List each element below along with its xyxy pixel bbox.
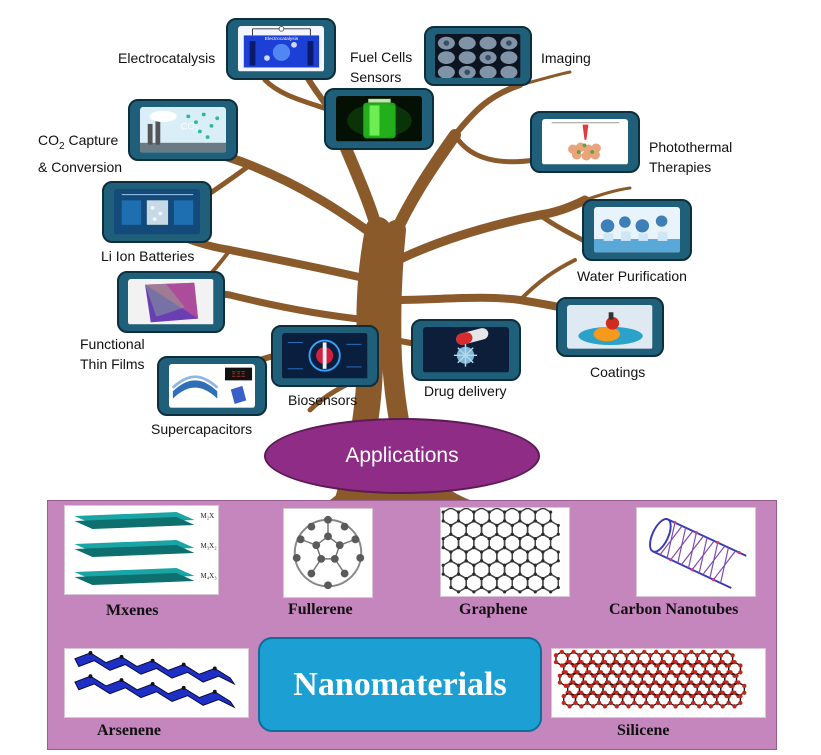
app-electrocatalysis: Electrocatalysis xyxy=(226,18,336,80)
label-co2-sub: 2 xyxy=(59,140,65,152)
label-cnt: Carbon Nanotubes xyxy=(609,601,739,618)
electrocatalysis-thumb-text: Electrocatalysis xyxy=(264,37,298,43)
app-biosensors xyxy=(271,325,379,387)
label-fuel-cells-line2: Sensors xyxy=(350,69,402,85)
supercapacitors-thumb: ΞΞΞ xyxy=(168,364,256,408)
coatings-thumb xyxy=(567,305,653,349)
supercap-thumb-text: ΞΞΞ xyxy=(231,372,245,380)
label-water: Water Purification xyxy=(577,268,687,284)
label-co2: CO2 Capture & Conversion xyxy=(38,130,122,177)
silicene-structure xyxy=(551,648,766,718)
battery-thumb xyxy=(335,96,423,142)
label-graphene: Graphene xyxy=(459,601,528,618)
label-fuel-cells: Fuel Cells Sensors xyxy=(350,47,412,87)
label-biosensors: Biosensors xyxy=(288,392,358,408)
app-supercapacitors: ΞΞΞ xyxy=(157,356,267,416)
app-water xyxy=(582,199,692,261)
label-drug-delivery: Drug delivery xyxy=(424,383,507,399)
label-mxenes: Mxenes xyxy=(106,602,159,619)
drug-delivery-thumb xyxy=(422,327,510,373)
app-li-ion xyxy=(102,181,212,243)
biosensors-thumb xyxy=(282,333,368,379)
label-li-ion: Li Ion Batteries xyxy=(101,248,195,264)
label-imaging: Imaging xyxy=(541,50,591,66)
app-thin-films xyxy=(117,271,225,333)
mxenes-structure: M₂X M₃X₂ M₄X₃ xyxy=(64,505,219,595)
label-thin-films-line2: Thin Films xyxy=(80,356,145,372)
label-electrocatalysis: Electrocatalysis xyxy=(118,50,216,66)
label-photothermal-line2: Therapies xyxy=(649,159,712,175)
electrocatalysis-thumb: Electrocatalysis xyxy=(237,26,325,72)
label-coatings: Coatings xyxy=(590,364,646,380)
imaging-thumb xyxy=(435,34,521,78)
label-photothermal-line1: Photothermal xyxy=(649,139,733,155)
app-photothermal xyxy=(530,111,640,173)
label-supercapacitors: Supercapacitors xyxy=(151,421,253,437)
label-co2-post: Capture xyxy=(64,132,119,148)
label-silicene: Silicene xyxy=(617,722,670,739)
co2-thumb: CO₂ xyxy=(139,107,227,153)
label-thin-films-line1: Functional xyxy=(80,336,145,352)
app-co2: CO₂ xyxy=(128,99,238,161)
label-arsenene: Arsenene xyxy=(97,722,161,739)
photothermal-thumb xyxy=(541,119,629,165)
label-co2-pre: CO xyxy=(38,132,59,148)
li-ion-thumb xyxy=(113,189,201,235)
graphene-structure xyxy=(440,507,570,597)
water-thumb xyxy=(593,207,681,253)
label-fullerene: Fullerene xyxy=(288,601,353,618)
arsenene-structure xyxy=(64,648,249,718)
nanomaterials-box: Nanomaterials xyxy=(258,637,542,732)
thin-films-thumb xyxy=(128,279,214,325)
co2-thumb-text: CO₂ xyxy=(180,122,199,133)
label-co2-line2: & Conversion xyxy=(38,158,123,175)
cnt-structure xyxy=(636,507,756,597)
applications-ellipse: Applications xyxy=(264,418,540,494)
label-thin-films: Functional Thin Films xyxy=(80,334,145,374)
mxenes-layer-2: M₃X₂ xyxy=(201,542,218,550)
app-drug-delivery xyxy=(411,319,521,381)
fullerene-structure xyxy=(283,508,373,598)
label-fuel-cells-line1: Fuel Cells xyxy=(350,49,413,65)
mxenes-layer-1: M₂X xyxy=(201,512,215,520)
app-coatings xyxy=(556,297,664,357)
mxenes-layer-3: M₄X₃ xyxy=(201,572,218,580)
app-fuel-cells xyxy=(324,88,434,150)
app-imaging xyxy=(424,26,532,86)
label-photothermal: Photothermal Therapies xyxy=(649,137,732,177)
